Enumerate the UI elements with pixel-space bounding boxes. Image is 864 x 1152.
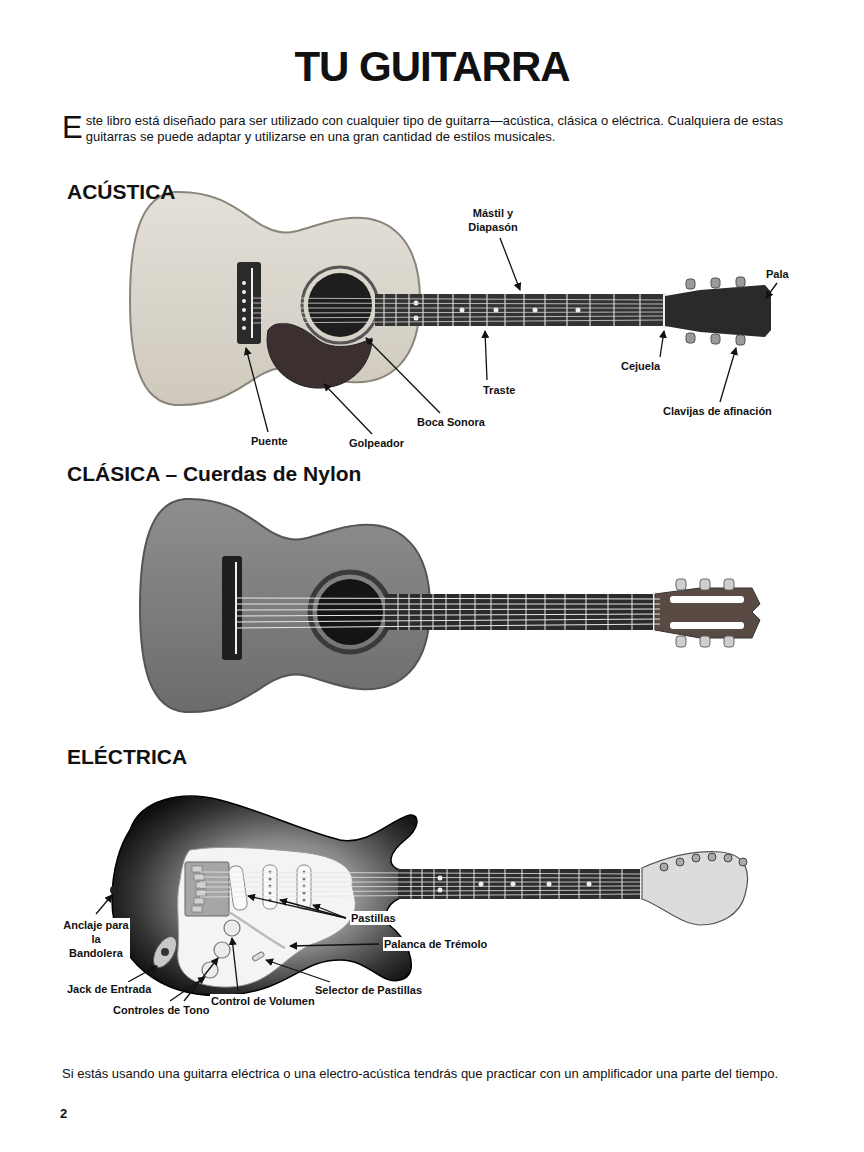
part-label: Golpeador (348, 436, 405, 450)
part-label: Mástil y Diapasón (452, 206, 534, 234)
part-label: Pastillas (350, 911, 397, 925)
part-label: Anclaje para la Bandolera (62, 918, 130, 960)
footer-note: Si estás usando una guitarra eléctrica o… (62, 1066, 804, 1082)
intro-text: Este libro está diseñado para ser utiliz… (62, 113, 804, 145)
part-label: Control de Volumen (210, 994, 316, 1008)
part-label: Traste (482, 383, 516, 397)
part-label: Puente (250, 434, 289, 448)
part-label: Jack de Entrada (66, 982, 152, 996)
part-label: Selector de Pastillas (314, 983, 423, 997)
page-title: TU GUITARRA (0, 42, 864, 92)
section-heading: ELÉCTRICA (67, 743, 187, 771)
page-number: 2 (60, 1106, 67, 1122)
part-label: Cejuela (620, 359, 661, 373)
part-label: Palanca de Trémolo (383, 937, 488, 951)
section-heading: CLÁSICA – Cuerdas de Nylon (67, 460, 361, 488)
part-label: Pala (765, 267, 790, 281)
part-label: Clavijas de afinación (662, 404, 773, 418)
section-heading: ACÚSTICA (67, 178, 176, 206)
part-label: Controles de Tono (112, 1003, 210, 1017)
part-label: Boca Sonora (416, 415, 486, 429)
